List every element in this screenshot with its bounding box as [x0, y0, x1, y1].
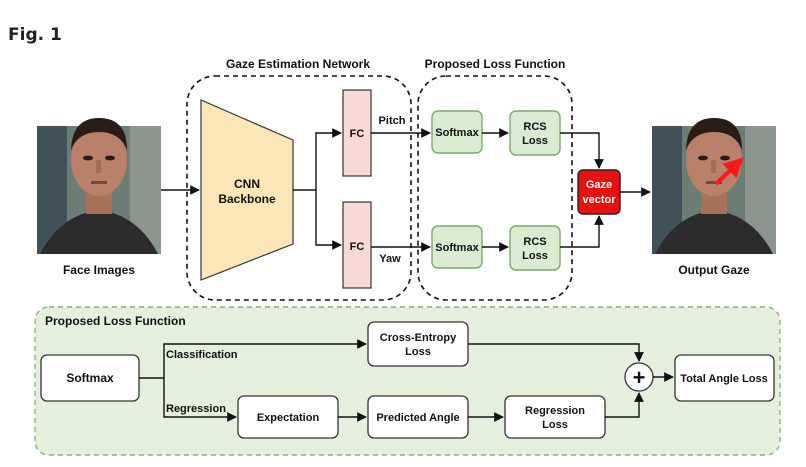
gaze-network-group: [186, 75, 412, 301]
rcs-top-box: [509, 110, 561, 156]
yaw-label: Yaw: [379, 253, 401, 265]
regression-label: Regression: [166, 403, 226, 415]
softmax-bottom-label: Softmax: [435, 242, 479, 254]
expectation-label: Expectation: [257, 412, 320, 424]
fc-pitch-block: [342, 89, 372, 177]
output-face-image: [652, 118, 776, 254]
input-caption: Face Images: [63, 263, 135, 277]
cnn-label-line2: Backbone: [218, 192, 276, 206]
cnn-backbone: [200, 99, 294, 281]
output-caption: Output Gaze: [678, 263, 750, 277]
rcs-top-line2: Loss: [522, 135, 548, 147]
input-face-image: [37, 118, 161, 254]
total-angle-loss-label: Total Angle Loss: [680, 373, 767, 385]
fc-yaw-label: FC: [350, 241, 365, 253]
rcs-bottom-line2: Loss: [522, 250, 548, 262]
gaze-direction-arrow: [714, 157, 744, 186]
top-connectors: [161, 128, 651, 252]
regression-loss-line1: Regression: [525, 405, 585, 417]
classification-label: Classification: [166, 349, 238, 361]
total-angle-loss-box: [674, 354, 775, 402]
softmax-top-box: [431, 110, 483, 154]
cross-entropy-box: [367, 321, 469, 367]
predicted-angle-label: Predicted Angle: [376, 412, 459, 424]
bottom-softmax-label: Softmax: [66, 371, 114, 385]
softmax-top-label: Softmax: [435, 127, 479, 139]
gaze-network-title: Gaze Estimation Network: [226, 57, 370, 71]
sum-symbol: +: [633, 365, 646, 390]
pitch-label: Pitch: [379, 115, 406, 127]
regression-loss-line2: Loss: [542, 419, 568, 431]
fc-yaw-block: [342, 201, 372, 289]
fc-pitch-label: FC: [350, 128, 365, 140]
cnn-label-line1: CNN: [234, 177, 260, 191]
gaze-vector-box: [577, 169, 621, 215]
gaze-vector-line2: vector: [582, 194, 616, 206]
loss-function-title: Proposed Loss Function: [425, 57, 566, 71]
loss-function-group: [417, 75, 573, 301]
rcs-top-line1: RCS: [523, 121, 546, 133]
regression-loss-box: [504, 395, 606, 439]
bottom-connectors: [139, 339, 674, 422]
figure-label: Fig. 1: [8, 25, 62, 45]
rcs-bottom-box: [509, 225, 561, 271]
bottom-panel-title: Proposed Loss Function: [45, 314, 186, 328]
rcs-bottom-line1: RCS: [523, 236, 546, 248]
cross-entropy-line1: Cross-Entropy: [380, 332, 457, 344]
gaze-vector-line1: Gaze: [586, 179, 612, 191]
cross-entropy-line2: Loss: [405, 346, 431, 358]
